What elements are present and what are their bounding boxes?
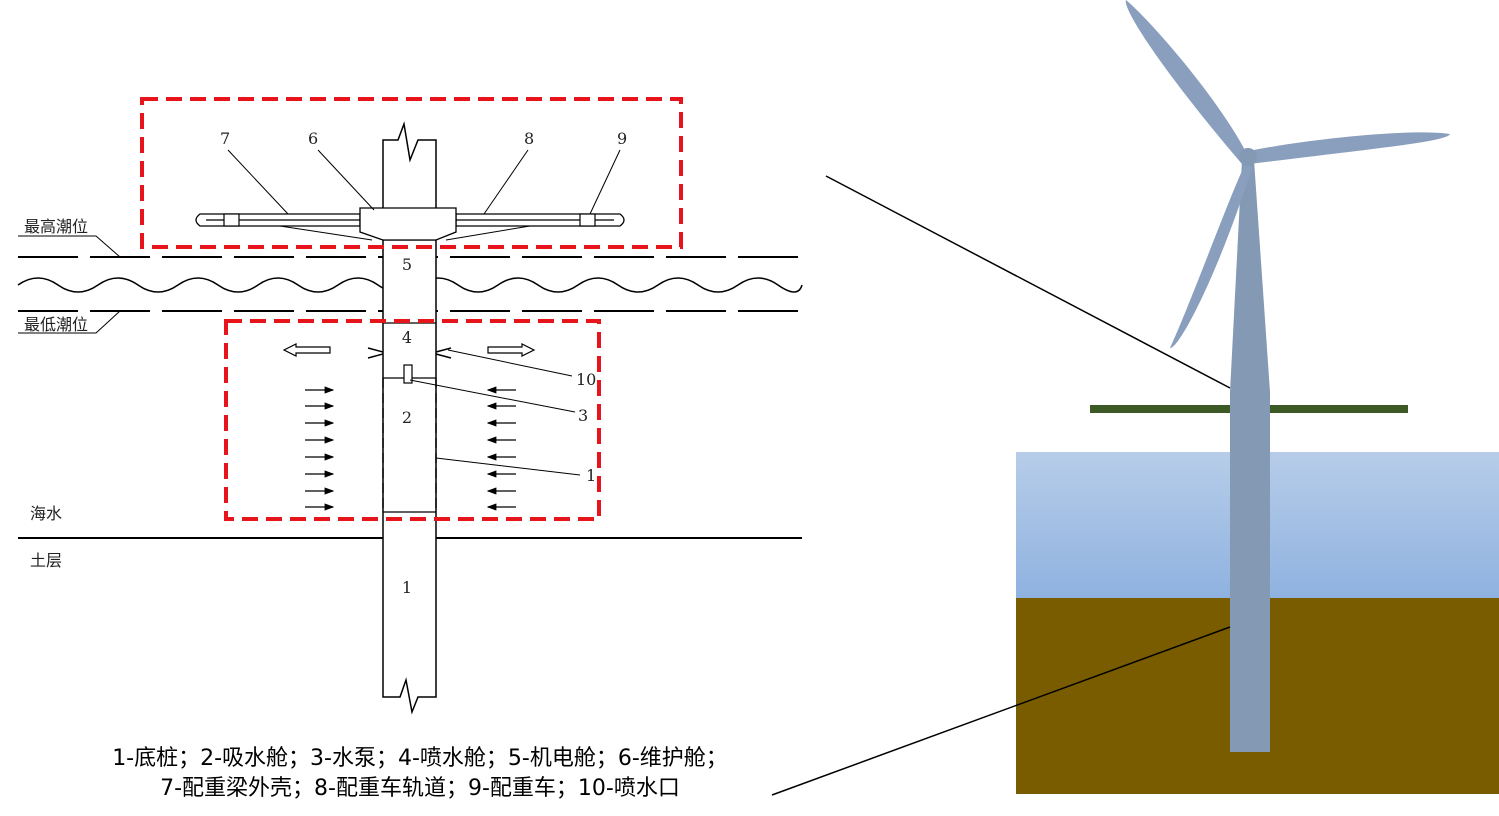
section-4-label: 4	[402, 328, 412, 347]
legend-line-2: 7-配重梁外壳；8-配重车轨道；9-配重车；10-喷水口	[160, 776, 680, 801]
callout-6: 6	[308, 129, 318, 148]
upper-highlight-box	[140, 97, 683, 249]
turbine-hub	[1239, 148, 1257, 166]
outflow-arrow-right	[487, 343, 536, 357]
section-2-label: 2	[402, 408, 412, 427]
lower-highlight-box	[224, 319, 601, 521]
section-5-label: 5	[402, 255, 412, 274]
callout-8: 8	[524, 129, 534, 148]
legend: 1-底桩；2-吸水舱；3-水泵；4-喷水舱；5-机电舱；6-维护舱； 7-配重梁…	[40, 744, 800, 804]
callout-10: 10	[576, 370, 596, 389]
pump-icon	[403, 364, 413, 384]
callout-1: 1	[586, 466, 596, 485]
seawater-label: 海水	[30, 504, 62, 523]
section-1-label: 1	[402, 578, 412, 597]
callout-9: 9	[617, 129, 627, 148]
outflow-arrow-left	[282, 343, 331, 357]
connector-line-top	[825, 175, 1231, 389]
legend-line-1: 1-底桩；2-吸水舱；3-水泵；4-喷水舱；5-机电舱；6-维护舱；	[112, 746, 728, 771]
callout-7: 7	[220, 129, 230, 148]
beam-support-struts	[279, 225, 531, 241]
connector-line-bottom	[771, 626, 1231, 796]
callout-leaders	[227, 149, 621, 476]
level-label-leaders	[18, 235, 121, 334]
soil-label: 土层	[30, 551, 62, 570]
spray-nozzles	[367, 347, 452, 359]
highest-tide-label: 最高潮位	[24, 217, 88, 236]
maintenance-cabin	[359, 207, 457, 241]
turbine-tower	[1230, 160, 1270, 752]
lowest-tide-label: 最低潮位	[24, 315, 88, 334]
inflow-arrows-right	[486, 386, 516, 511]
turbine-blades	[1125, 0, 1450, 349]
inflow-arrows-left	[305, 386, 335, 511]
callout-3: 3	[578, 406, 588, 425]
counterweight-carts	[223, 213, 596, 227]
